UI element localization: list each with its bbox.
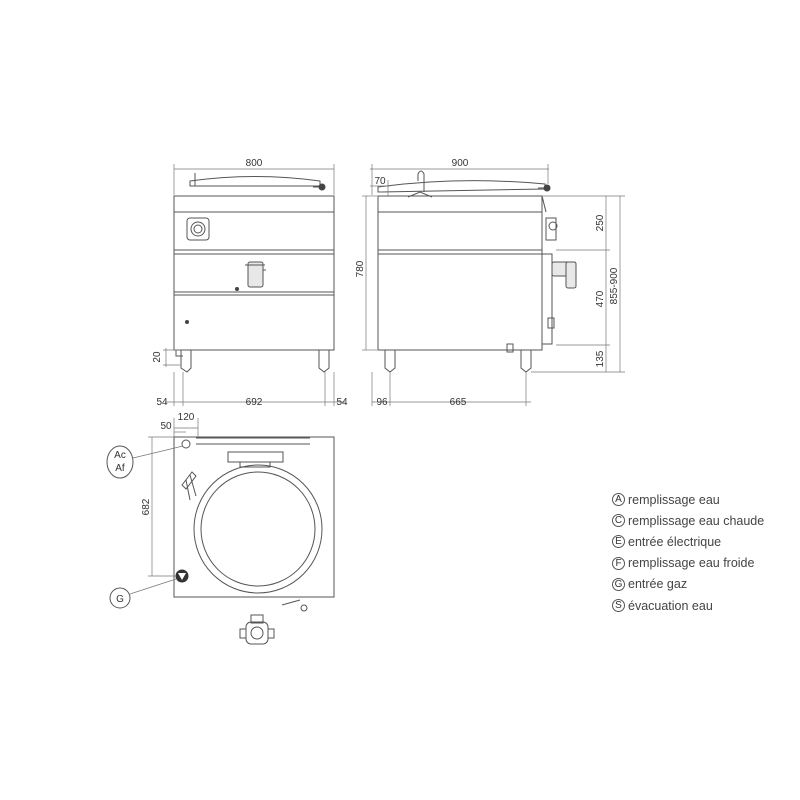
dim-side-leg-span: 665 xyxy=(450,397,467,408)
lid-handle-knob xyxy=(318,183,326,191)
dim-side-leg-height: 135 xyxy=(595,350,606,367)
dim-front-leg-offset-right: 54 xyxy=(336,397,348,408)
legend-badge: F xyxy=(612,556,625,570)
dim-top-offset-50: 50 xyxy=(160,421,172,432)
top-handle-knob xyxy=(300,604,308,612)
side-body xyxy=(377,195,543,351)
dim-side-lower: 470 xyxy=(595,290,606,307)
callout-af-label: Af xyxy=(115,463,125,474)
dim-side-height: 780 xyxy=(355,260,366,277)
top-lid-hinge xyxy=(227,451,284,463)
legend-item: F remplissage eau froide xyxy=(612,553,764,574)
dim-side-back-offset: 70 xyxy=(374,176,386,187)
legend-item: E entrée électrique xyxy=(612,531,764,552)
pot-inner xyxy=(200,471,316,587)
front-view: 800 20 54 692 54 xyxy=(152,158,348,408)
legend: A remplissage eau C remplissage eau chau… xyxy=(612,489,764,616)
legend-badge: E xyxy=(612,535,625,549)
legend-badge: A xyxy=(612,493,625,507)
top-body-outline xyxy=(173,436,335,598)
legend-badge: C xyxy=(612,514,625,528)
side-lid-handle xyxy=(417,170,425,192)
control-knob-icon xyxy=(190,221,206,237)
callout-g xyxy=(109,587,131,609)
dim-side-leg-offset: 96 xyxy=(376,397,388,408)
front-indicator xyxy=(185,320,189,324)
water-connector xyxy=(181,439,191,449)
dim-front-width: 800 xyxy=(246,158,263,169)
front-leg-left xyxy=(180,350,192,373)
dim-side-upper: 250 xyxy=(595,214,606,231)
legend-label: entrée électrique xyxy=(628,534,722,549)
legend-item: A remplissage eau xyxy=(612,489,764,510)
legend-label: remplissage eau chaude xyxy=(628,513,765,528)
side-leg-right xyxy=(520,350,532,373)
legend-badge: G xyxy=(612,577,625,591)
legend-label: remplissage eau xyxy=(628,492,720,507)
legend-label: évacuation eau xyxy=(628,598,713,613)
side-view: 900 70 780 250 470 135 855-900 96 665 xyxy=(355,158,625,408)
legend-item: C remplissage eau chaude xyxy=(612,510,764,531)
dim-front-leg-offset-left: 54 xyxy=(156,397,168,408)
control-panel xyxy=(186,217,210,241)
callout-ac-af xyxy=(106,445,134,479)
filling-arm xyxy=(181,471,197,490)
side-lid xyxy=(377,180,546,193)
top-view: 120 50 682 Ac Af G xyxy=(106,412,335,645)
legend-item: S évacuation eau xyxy=(612,595,764,616)
dim-front-clearance: 20 xyxy=(152,351,163,363)
legend-badge: S xyxy=(612,599,625,613)
front-lid xyxy=(189,176,321,187)
dim-top-depth: 682 xyxy=(141,498,152,515)
water-tap xyxy=(247,261,264,288)
side-leg-left xyxy=(384,350,396,373)
front-leg-right xyxy=(318,350,330,373)
drain-valve xyxy=(245,621,269,645)
legend-label: remplissage eau froide xyxy=(628,556,755,571)
dim-front-leg-span: 692 xyxy=(246,397,263,408)
legend-label: entrée gaz xyxy=(628,577,688,592)
callout-ac-label: Ac xyxy=(114,450,126,461)
dim-top-offset-120: 120 xyxy=(178,412,195,423)
pot-rim xyxy=(193,464,323,594)
legend-item: G entrée gaz xyxy=(612,574,764,595)
dim-side-depth: 900 xyxy=(452,158,469,169)
callout-g-label: G xyxy=(116,594,124,605)
dim-side-total-height: 855-900 xyxy=(609,267,620,304)
front-body xyxy=(173,195,335,351)
side-panel xyxy=(541,253,553,345)
